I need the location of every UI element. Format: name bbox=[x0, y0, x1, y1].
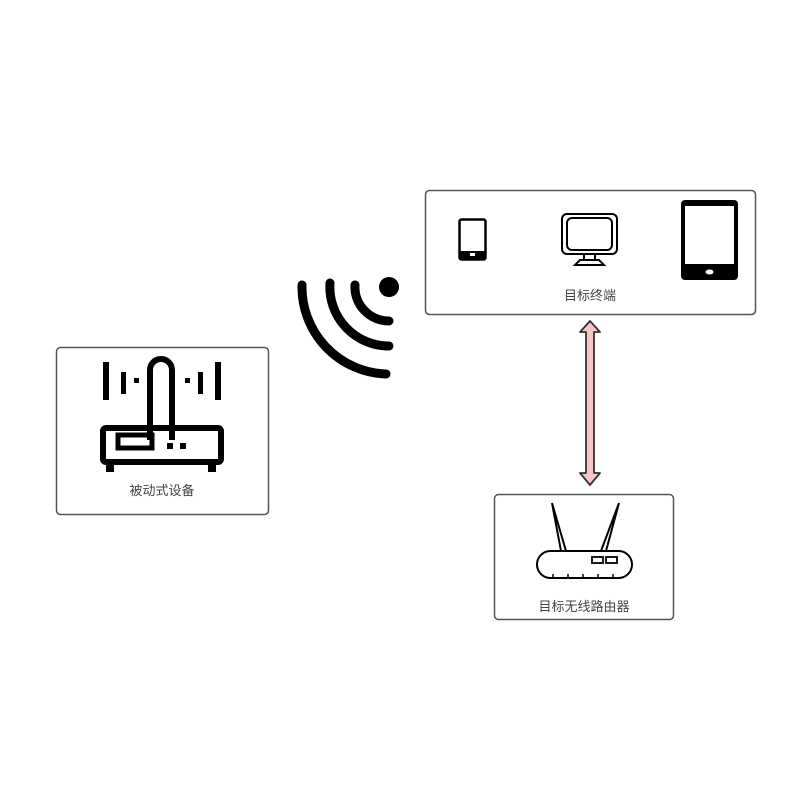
passive-device-label: 被动式设备 bbox=[129, 483, 194, 499]
target-terminals-label: 目标终端 bbox=[564, 288, 616, 304]
bidirectional-arrow bbox=[579, 320, 601, 486]
wireless-router-icon bbox=[536, 502, 633, 579]
sniffer-device-icon bbox=[100, 356, 224, 472]
target-router-label: 目标无线路由器 bbox=[538, 599, 629, 615]
monitor-icon bbox=[561, 213, 618, 266]
target-terminals-node: 目标终端 bbox=[424, 189, 757, 316]
target-router-node: 目标无线路由器 bbox=[493, 493, 675, 621]
tablet-icon bbox=[681, 200, 738, 280]
wifi-signal-icon bbox=[297, 277, 399, 379]
passive-device-node: 被动式设备 bbox=[55, 346, 270, 516]
phone-icon bbox=[458, 218, 487, 261]
